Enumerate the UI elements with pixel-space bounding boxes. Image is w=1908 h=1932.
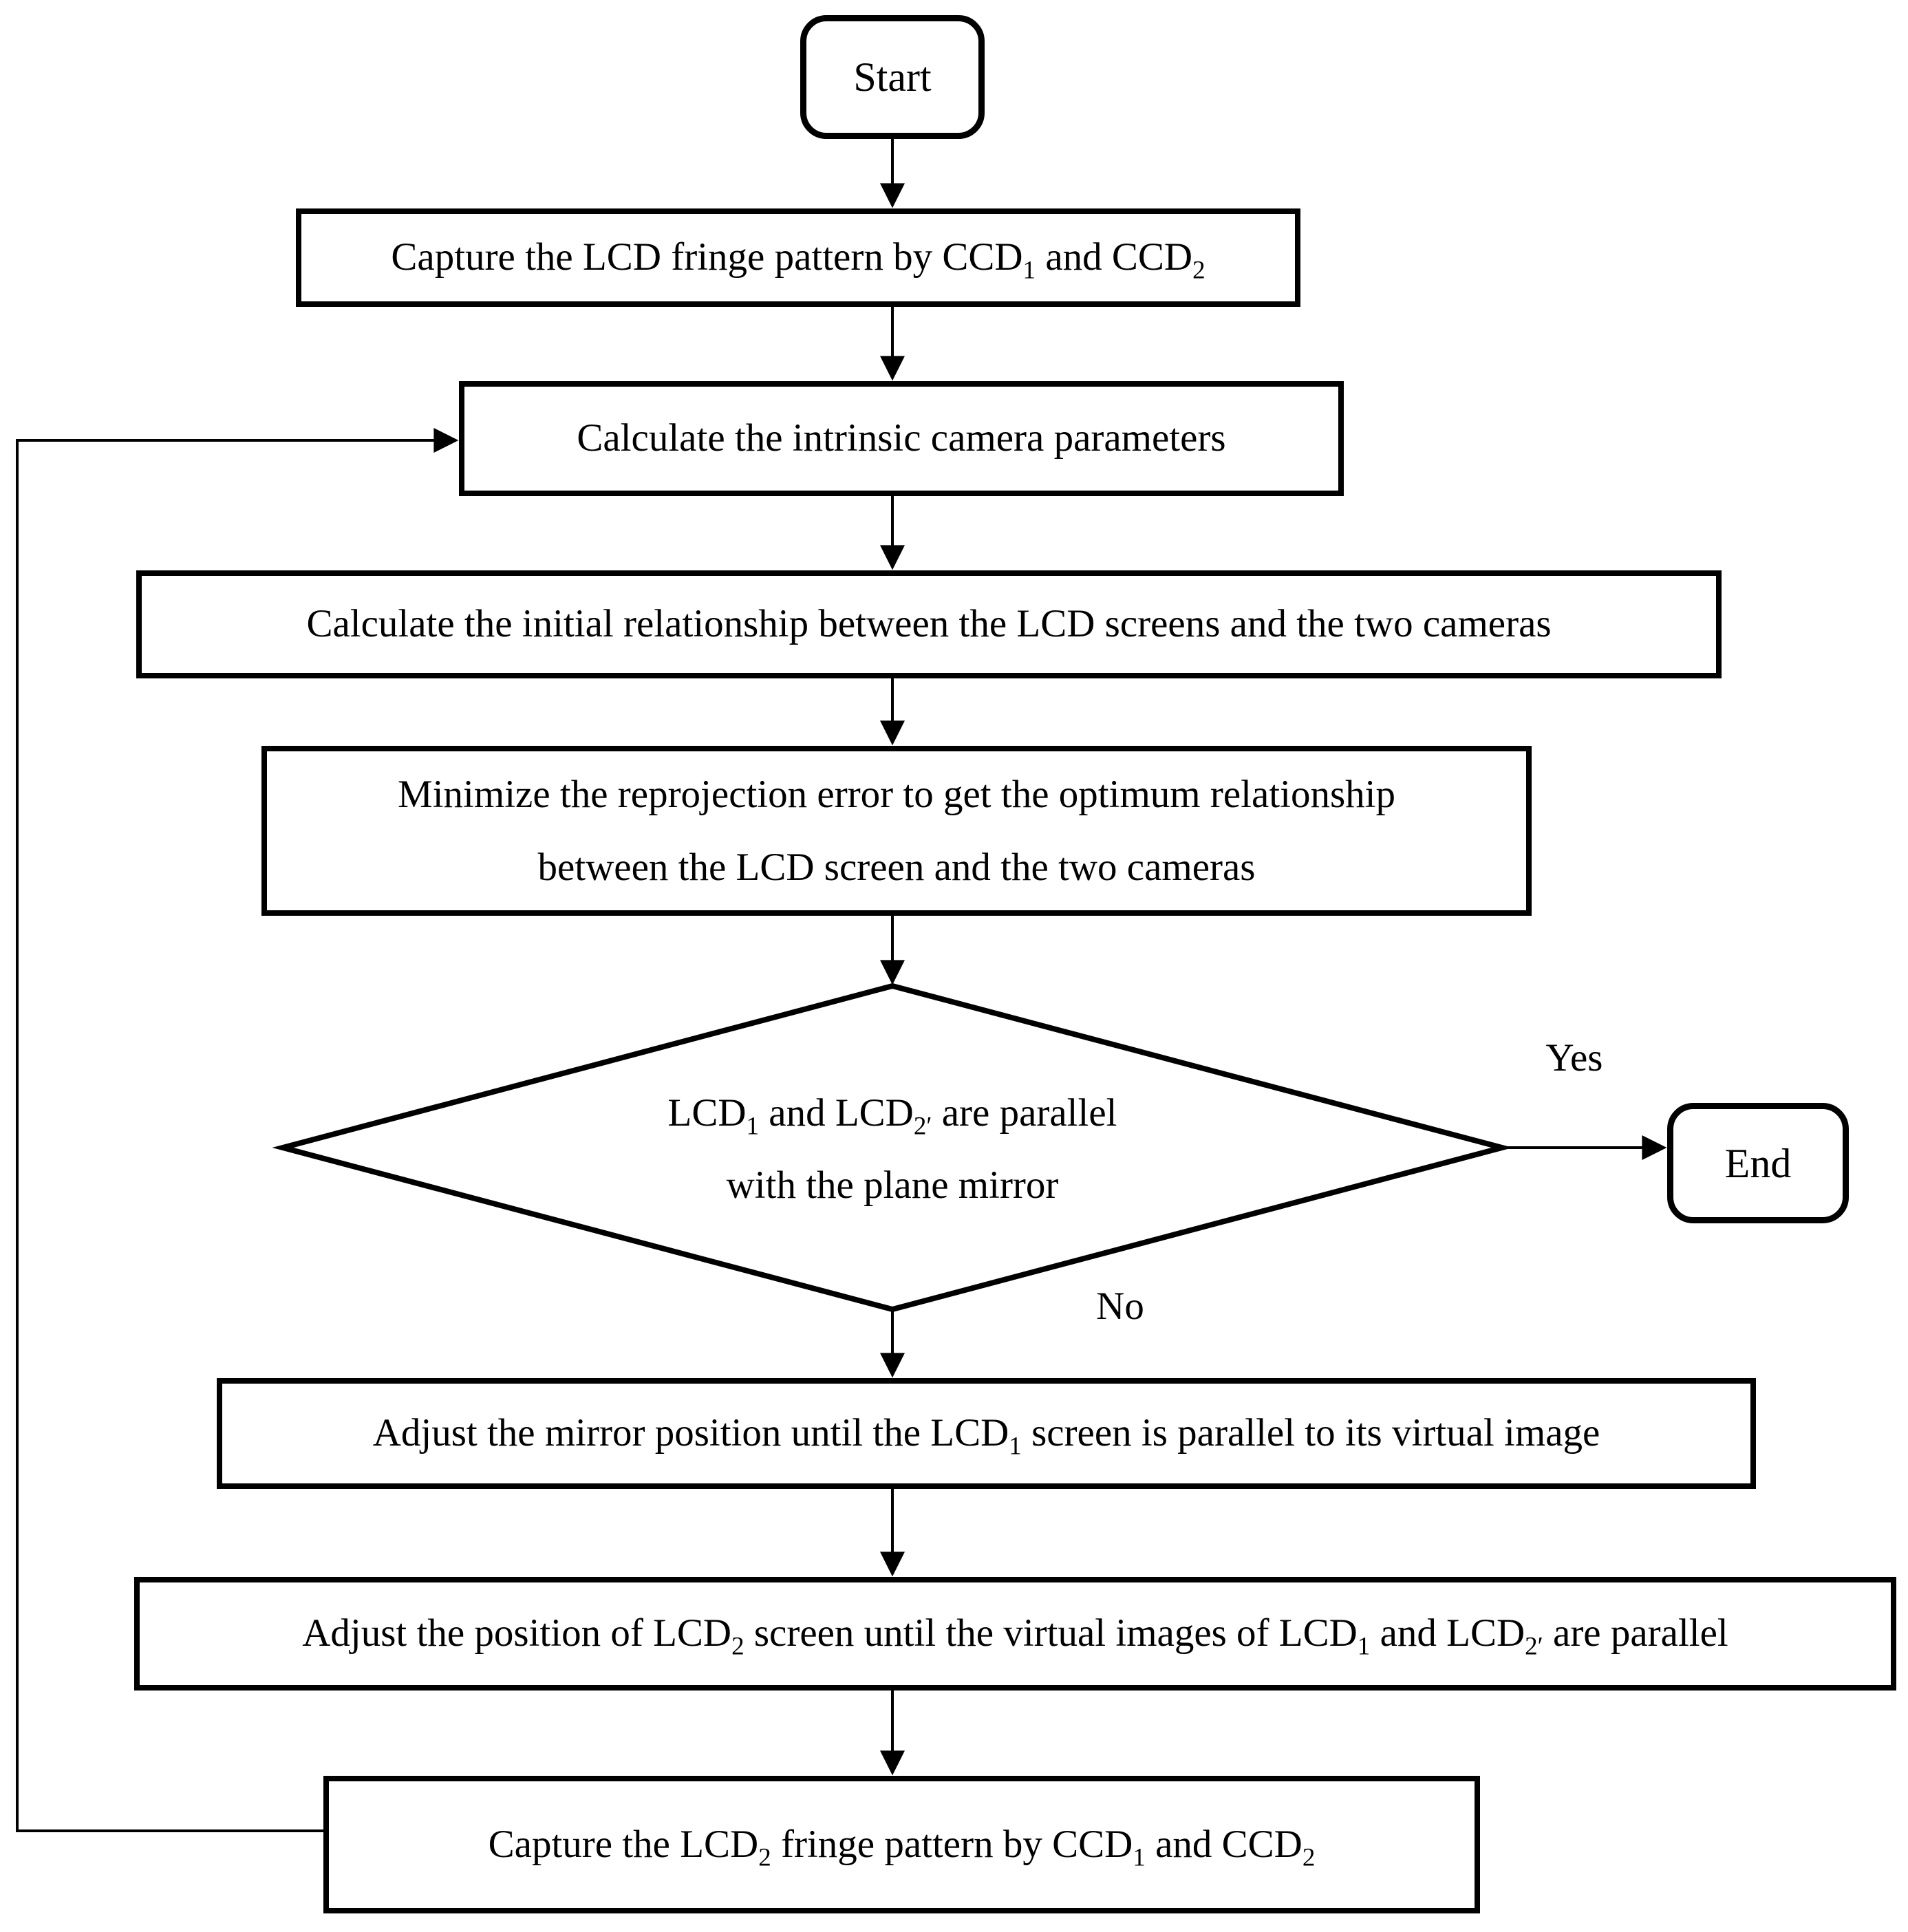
process-minimize-reprojection: Minimize the reprojection error to get t… [261,746,1532,916]
process-capture-lcd1-label: Capture the LCD fringe pattern by CCD1 a… [391,235,1205,285]
decision-parallel-check: LCD1 and LCD2′ are parallel with the pla… [480,1049,1305,1249]
process-minimize-reprojection-line2: between the LCD screen and the two camer… [537,845,1256,889]
process-adjust-mirror: Adjust the mirror position until the LCD… [217,1378,1756,1489]
edge-label-no: No [1051,1284,1189,1329]
decision-parallel-check-line1: LCD1 and LCD2′ are parallel [667,1091,1117,1140]
start-node: Start [800,15,985,139]
decision-parallel-check-line2: with the plane mirror [726,1163,1059,1207]
process-adjust-mirror-label: Adjust the mirror position until the LCD… [372,1411,1600,1461]
process-capture-lcd2: Capture the LCD2 fringe pattern by CCD1 … [323,1776,1480,1913]
edge-label-yes: Yes [1505,1035,1643,1080]
process-minimize-reprojection-line1: Minimize the reprojection error to get t… [398,773,1395,817]
start-node-label: Start [853,54,932,100]
edge-label-no-text: No [1096,1285,1144,1328]
feedback-loop-arrow [16,428,459,1832]
end-node: End [1667,1103,1849,1223]
process-adjust-lcd2: Adjust the position of LCD2 screen until… [134,1577,1896,1690]
process-intrinsic-parameters-label: Calculate the intrinsic camera parameter… [577,416,1226,460]
process-initial-relationship: Calculate the initial relationship betwe… [136,570,1722,678]
edge-label-yes-text: Yes [1545,1036,1603,1080]
process-capture-lcd1: Capture the LCD fringe pattern by CCD1 a… [296,208,1300,307]
process-initial-relationship-label: Calculate the initial relationship betwe… [306,602,1552,646]
process-adjust-lcd2-label: Adjust the position of LCD2 screen until… [302,1611,1728,1661]
end-node-label: End [1724,1140,1792,1186]
process-intrinsic-parameters: Calculate the intrinsic camera parameter… [459,381,1344,496]
process-capture-lcd2-label: Capture the LCD2 fringe pattern by CCD1 … [488,1822,1316,1872]
